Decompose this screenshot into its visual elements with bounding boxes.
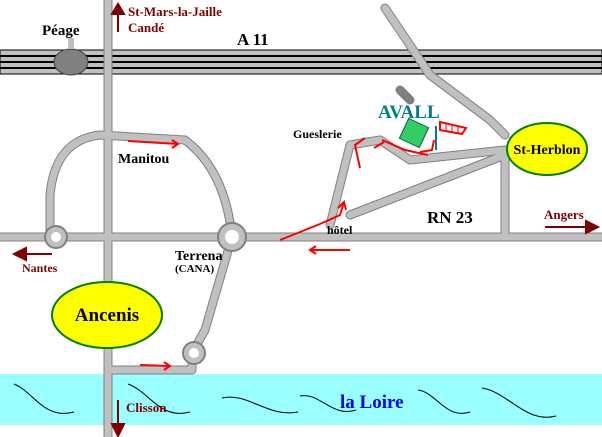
- loire-river: [0, 374, 602, 425]
- label-manitou: Manitou: [118, 152, 170, 167]
- route-arrow-avall: [381, 139, 429, 156]
- ancenis-ellipse: [51, 281, 163, 349]
- label-nantes: Nantes: [22, 261, 58, 275]
- arrow-right-icon: [585, 219, 601, 235]
- toll-booth-icon: [53, 48, 89, 76]
- flag-icon: [435, 120, 468, 150]
- label-ancenis: Ancenis: [75, 305, 139, 326]
- label-loire: la Loire: [340, 392, 404, 413]
- arrow-up-icon: [110, 2, 126, 15]
- label-terrena: Terrena: [175, 249, 222, 264]
- arrow-left-icon: [11, 246, 27, 262]
- route-arrows: [127, 137, 435, 371]
- river-waves: [13, 383, 557, 418]
- label-cana: (CANA): [175, 263, 214, 275]
- label-hotel: hôtel: [327, 223, 353, 237]
- roundabouts: [44, 222, 247, 365]
- arrow-down-icon: [110, 423, 126, 437]
- label-gueslerie: Gueslerie: [293, 127, 342, 141]
- st-herblon-ellipse: [506, 122, 588, 176]
- label-st-mars: St-Mars-la-Jaille: [128, 4, 222, 19]
- label-a11: A 11: [237, 30, 269, 49]
- label-cande: Candé: [128, 20, 164, 35]
- a11-highway: [0, 49, 602, 75]
- label-clisson: Clisson: [126, 400, 167, 415]
- label-rn23: RN 23: [427, 208, 473, 227]
- label-angers: Angers: [544, 207, 584, 222]
- label-avall: AVALL: [378, 102, 440, 123]
- label-peage: Péage: [42, 23, 80, 39]
- direction-arrows: [11, 2, 601, 437]
- label-st-herblon: St-Herblon: [514, 143, 581, 158]
- route-arrow-manitou: [127, 140, 179, 145]
- route-arrow-gueslerie: [353, 137, 366, 169]
- route-arrow-hotel: [279, 201, 345, 241]
- company-marker-icon: [398, 117, 430, 149]
- route-arrow-south: [139, 364, 171, 367]
